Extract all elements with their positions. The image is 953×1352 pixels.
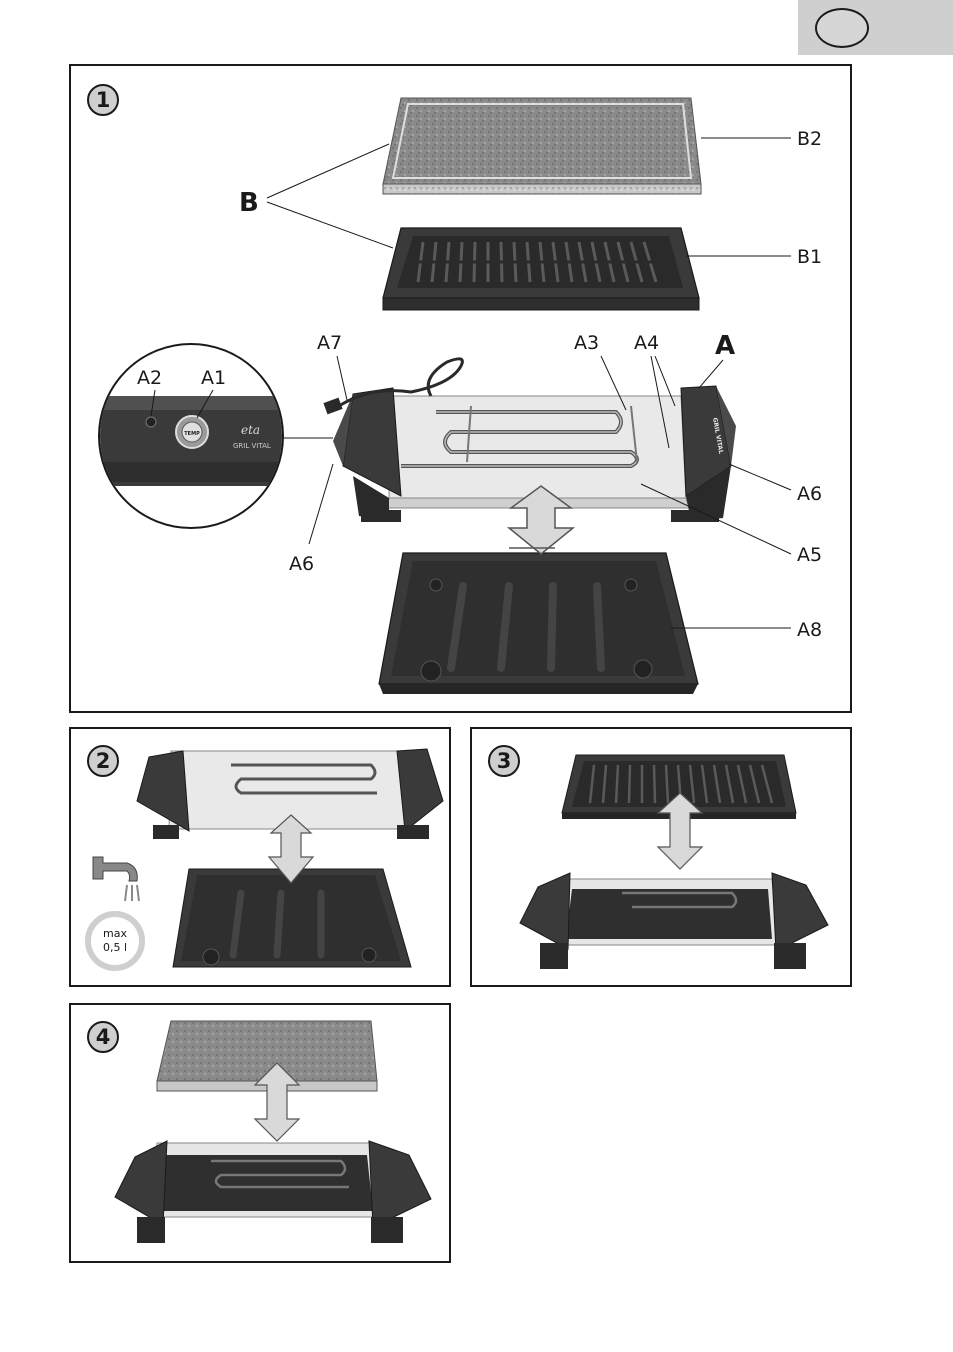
label-a6-right: A6 — [797, 483, 822, 505]
control-detail-circle: TEMP eta GRIL VITAL A2 A1 — [98, 343, 333, 529]
water-tap-icon — [92, 856, 140, 902]
max-volume-value: 0,5 l — [103, 941, 127, 954]
figure-panel-2: 2 max 0,5 l — [69, 727, 451, 987]
brand-logo: eta — [241, 423, 260, 437]
cleaning-illustration: max 0,5 l — [85, 748, 444, 971]
stone-plate-b2 — [382, 97, 702, 195]
step-number-3: 3 — [488, 745, 520, 777]
label-a2: A2 — [137, 367, 162, 389]
label-a3: A3 — [574, 332, 599, 354]
label-a5: A5 — [797, 544, 822, 566]
step-number-1: 1 — [87, 84, 119, 116]
max-label: max — [103, 927, 127, 940]
assembly-arrow — [506, 485, 576, 555]
label-b: B — [239, 188, 259, 218]
label-a1: A1 — [201, 367, 226, 389]
label-b1: B1 — [797, 246, 822, 268]
grill-base-a: GRIL VITAL — [323, 357, 736, 522]
step-number-4: 4 — [87, 1021, 119, 1053]
label-a: A — [715, 331, 735, 361]
grill-plate-assembly-illustration — [519, 754, 829, 969]
step-number-2: 2 — [87, 745, 119, 777]
language-badge — [815, 8, 869, 48]
max-volume-badge: max 0,5 l — [85, 911, 145, 971]
temp-dial-label: TEMP — [184, 431, 200, 437]
label-b2: B2 — [797, 128, 822, 150]
label-a7: A7 — [317, 332, 342, 354]
stone-plate-assembly-illustration — [114, 1020, 432, 1243]
model-name: GRIL VITAL — [233, 442, 271, 450]
figure-panel-4: 4 — [69, 1003, 451, 1263]
label-a8: A8 — [797, 619, 822, 641]
exploded-view-illustration: B2 B1 B GRIL VITAL — [98, 97, 822, 694]
label-a4: A4 — [634, 332, 659, 354]
grill-plate-b1 — [382, 227, 700, 311]
drip-tray-a8 — [378, 552, 699, 694]
label-a6-left: A6 — [289, 553, 314, 575]
figure-panel-3: 3 — [470, 727, 852, 987]
figure-panel-1: 1 — [69, 64, 852, 713]
